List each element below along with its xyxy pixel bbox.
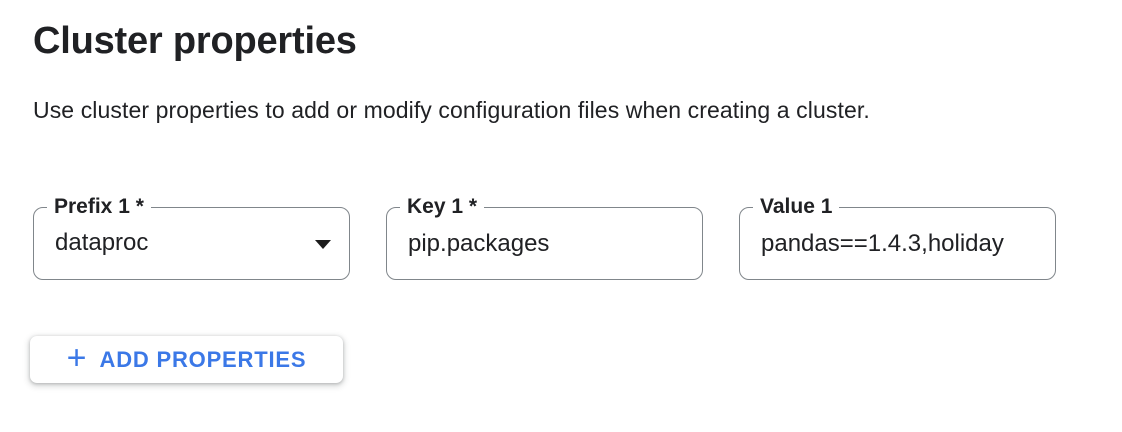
add-properties-button[interactable]: + ADD PROPERTIES — [30, 336, 343, 383]
prefix-field-label: Prefix 1 * — [47, 195, 151, 219]
key-field: Key 1 * — [386, 195, 703, 280]
add-properties-label: ADD PROPERTIES — [99, 346, 307, 372]
value-field: Value 1 — [739, 195, 1056, 280]
value-input[interactable] — [740, 208, 1055, 279]
key-input[interactable] — [387, 208, 702, 279]
plus-icon: + — [66, 339, 87, 377]
cluster-properties-form-row: Prefix 1 * dataproc Key 1 * Value 1 — [33, 195, 1056, 280]
prefix-selected-value: dataproc — [55, 229, 149, 256]
page-title: Cluster properties — [33, 20, 357, 62]
arrow-drop-down-icon — [315, 239, 331, 249]
prefix-select[interactable]: Prefix 1 * dataproc — [33, 195, 350, 280]
page-description: Use cluster properties to add or modify … — [33, 97, 870, 123]
